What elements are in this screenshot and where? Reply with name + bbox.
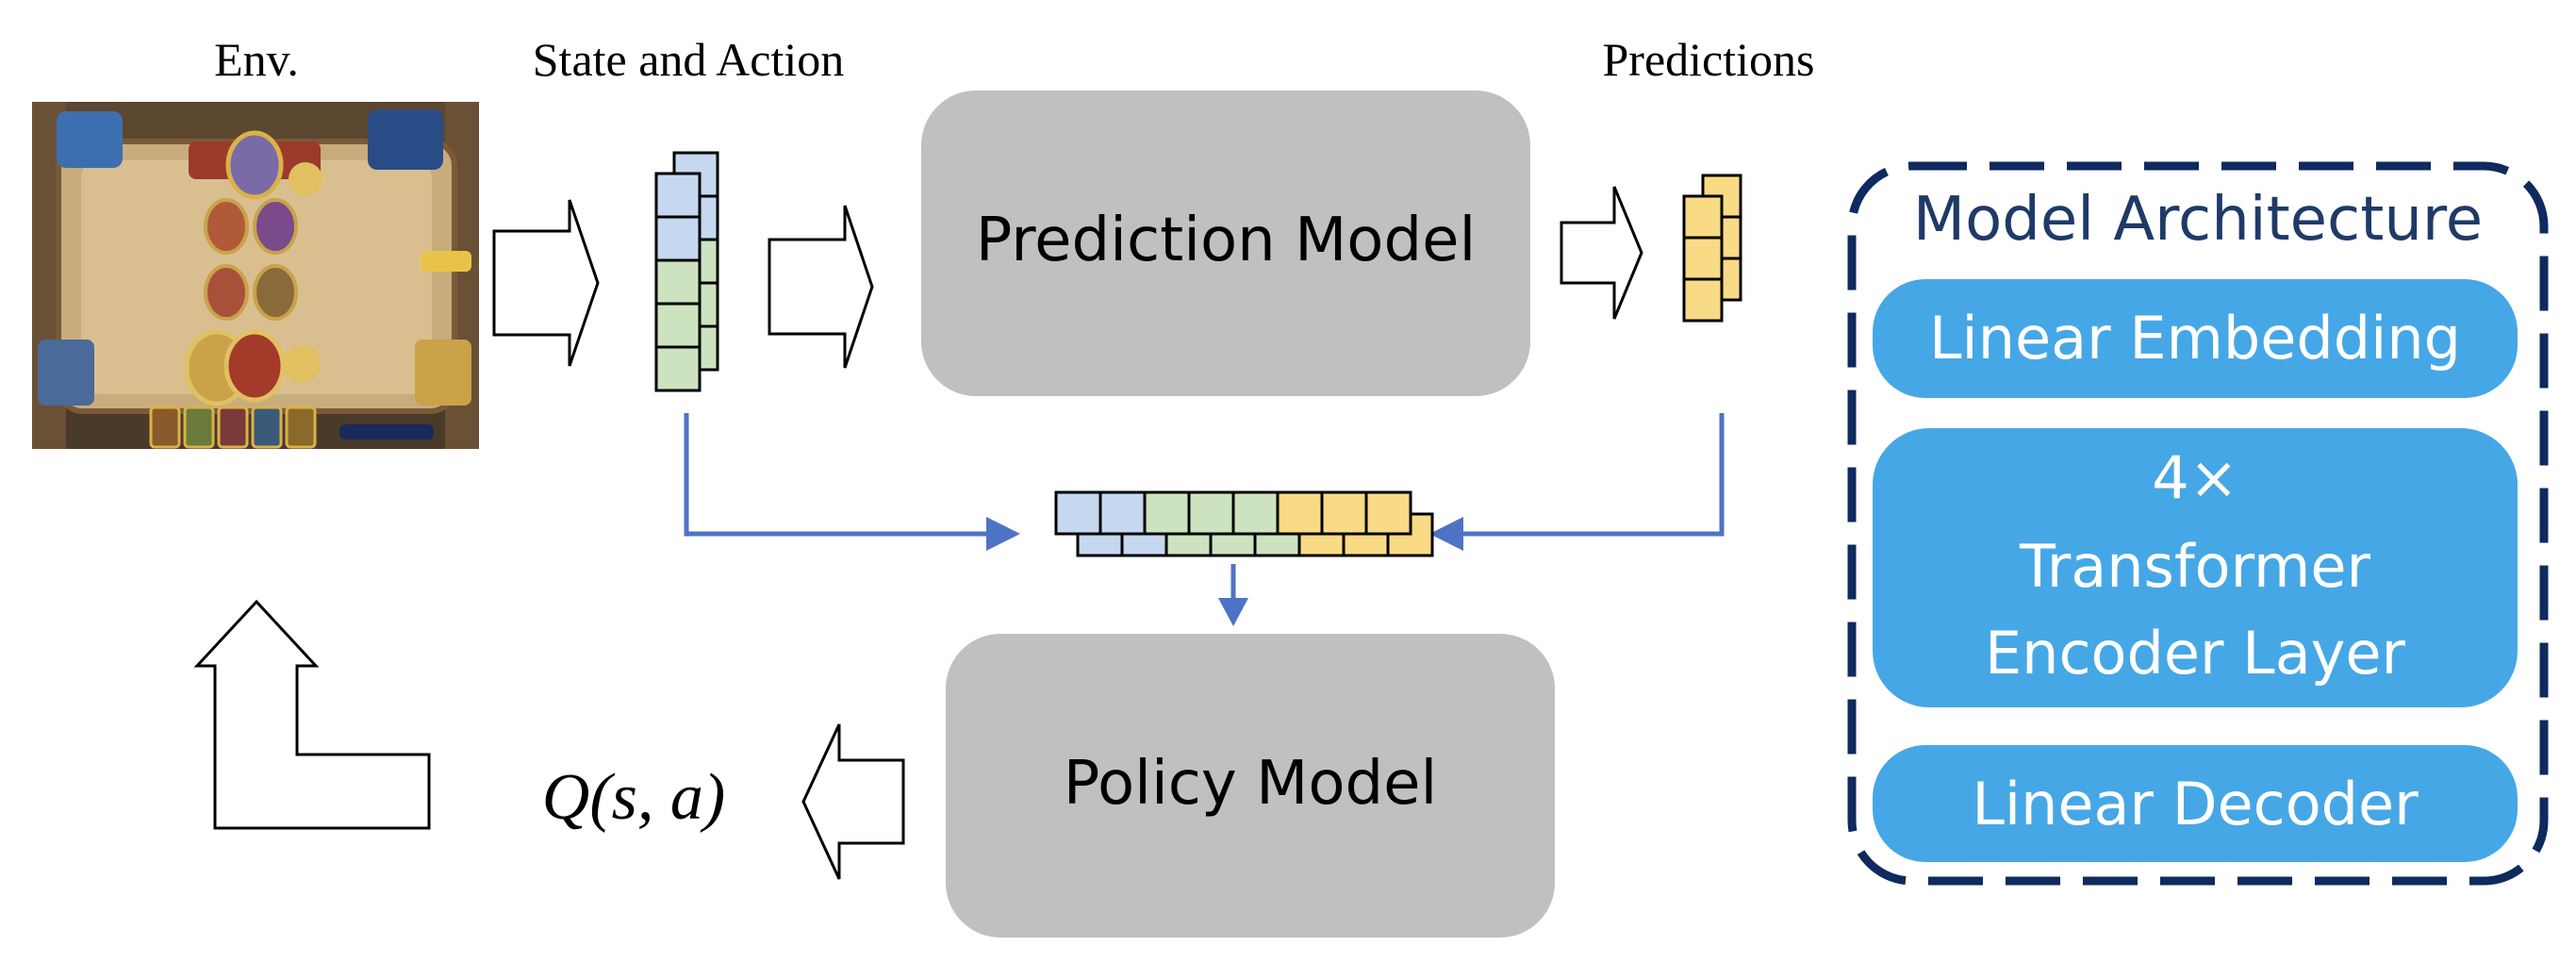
encoder-layer-label: Encoder Layer xyxy=(1985,619,2406,688)
token-sequence xyxy=(1054,490,1434,557)
prediction-model-box xyxy=(921,91,1530,396)
linear-decoder-label: Linear Decoder xyxy=(1972,770,2419,838)
architecture-frame xyxy=(1847,161,2549,886)
policy-model-box xyxy=(946,634,1555,938)
state-to-prediction-arrow-icon xyxy=(768,205,874,369)
predictions-stack xyxy=(1682,174,1742,323)
architecture-title: Model Architecture xyxy=(1913,185,2483,255)
policy-model-label: Policy Model xyxy=(1064,749,1438,819)
prediction-to-output-arrow-icon xyxy=(1560,186,1643,320)
prediction-model-label: Prediction Model xyxy=(976,206,1476,275)
linear-embedding-label: Linear Embedding xyxy=(1929,304,2461,373)
connector-arrowheads xyxy=(986,517,1463,626)
q-to-env-arrow-icon xyxy=(193,599,431,830)
state-action-label: State and Action xyxy=(533,33,845,86)
transformer-encoder-block xyxy=(1873,428,2518,707)
env-game-board-icon xyxy=(32,102,479,449)
env-label: Env. xyxy=(214,33,299,86)
connector-lines xyxy=(684,413,1725,604)
q-value-label: Q(s, a) xyxy=(542,761,725,834)
linear-decoder-block xyxy=(1873,745,2518,862)
policy-to-q-arrow-icon xyxy=(801,723,905,880)
transformer-label: Transformer xyxy=(2019,532,2371,601)
predictions-label: Predictions xyxy=(1603,33,1815,86)
linear-embedding-block xyxy=(1873,279,2518,398)
state-action-stack xyxy=(654,151,719,392)
transformer-repeat-label: 4× xyxy=(2152,443,2237,512)
env-to-state-arrow-icon xyxy=(492,199,600,367)
